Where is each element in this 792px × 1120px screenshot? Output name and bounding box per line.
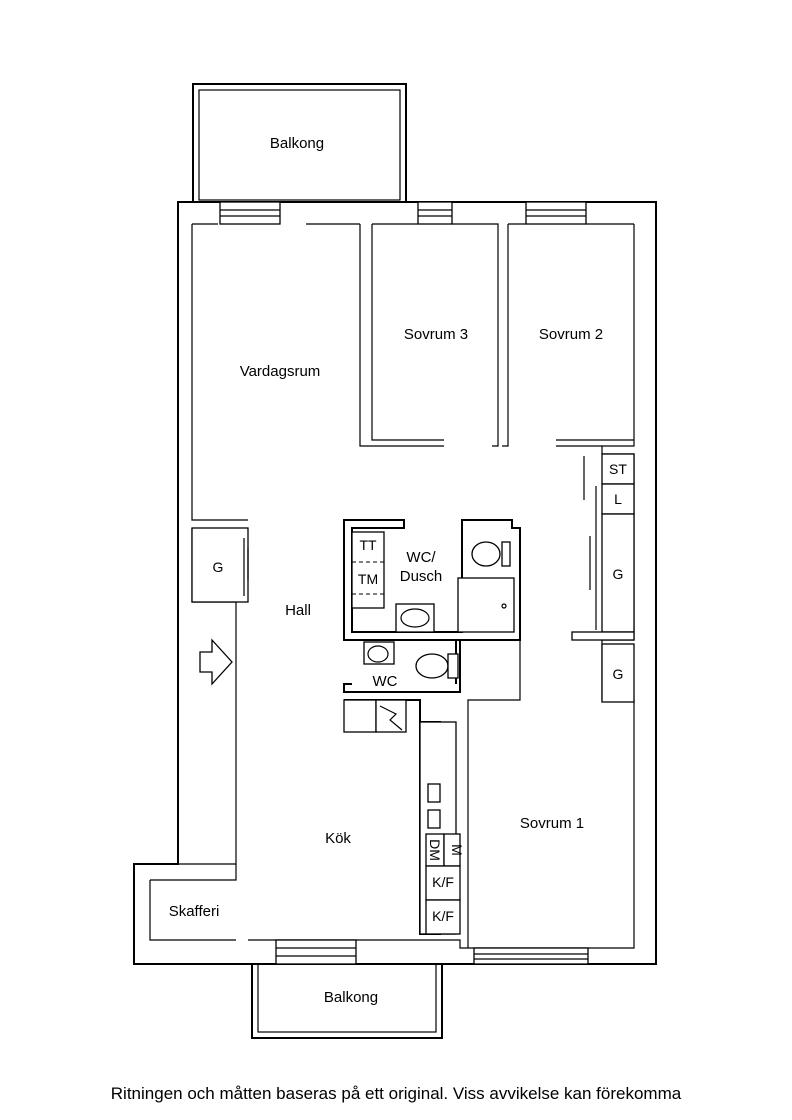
label-tm: TM [358, 571, 378, 587]
label-sovrum-2: Sovrum 2 [539, 326, 603, 343]
pantry-wall [150, 864, 237, 881]
label-hall: Hall [285, 602, 311, 619]
kitchen-counters [343, 699, 461, 935]
label-kf-upper: K/F [432, 874, 454, 890]
label-wc-dusch-1: WC/ [406, 549, 436, 566]
hall-closet [191, 527, 249, 603]
label-skafferi: Skafferi [169, 903, 220, 920]
label-g-hall: G [213, 559, 224, 575]
balcony-top [192, 83, 407, 203]
label-sovrum-1: Sovrum 1 [520, 815, 584, 832]
label-balkong-bottom: Balkong [324, 989, 378, 1006]
label-m: M [449, 844, 465, 856]
entrance-arrow-icon [199, 638, 233, 686]
label-g-right-upper: G [613, 566, 624, 582]
balcony-bottom [251, 959, 443, 1039]
label-balkong-top: Balkong [270, 135, 324, 152]
right-closets [571, 453, 635, 703]
label-st: ST [609, 461, 627, 477]
label-tt: TT [359, 537, 377, 553]
label-g-right-lower: G [613, 666, 624, 682]
label-wc-dusch-2: Dusch [400, 568, 443, 585]
wc-block [343, 639, 521, 948]
outer-walls [133, 201, 657, 965]
label-l: L [614, 491, 622, 507]
bathroom-block [343, 519, 521, 641]
label-wc: WC [373, 673, 398, 690]
label-sovrum-3: Sovrum 3 [404, 326, 468, 343]
disclaimer-text: Ritningen och måtten baseras på ett orig… [110, 1084, 682, 1103]
windows [219, 201, 589, 965]
floor-plan: Balkong Vardagsrum Sovrum 3 Sovrum 2 Hal… [133, 83, 657, 1039]
label-kok: Kök [325, 830, 351, 847]
label-kf-lower: K/F [432, 908, 454, 924]
label-dm: DM [427, 839, 443, 861]
label-vardagsrum: Vardagsrum [240, 363, 321, 380]
